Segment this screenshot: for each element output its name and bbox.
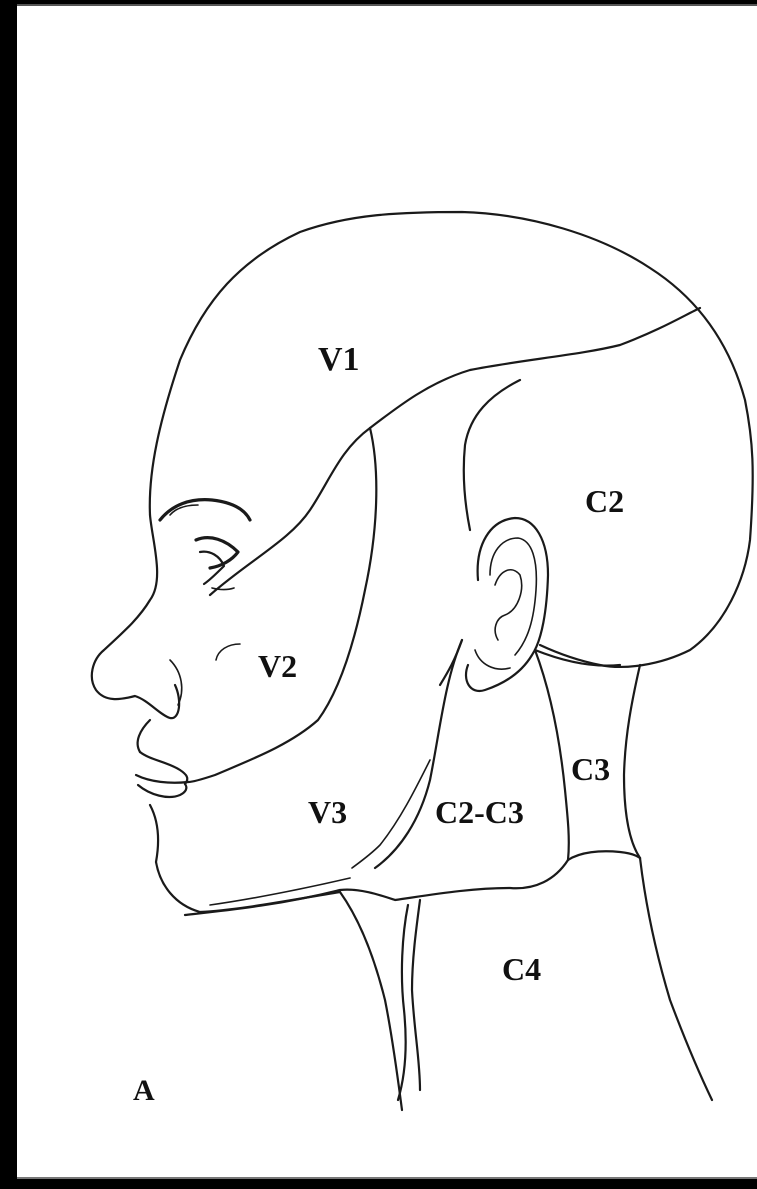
label-c4: C4 — [502, 951, 541, 987]
neck-front — [340, 892, 402, 1110]
label-c3: C3 — [571, 751, 610, 787]
head-outline — [150, 212, 753, 667]
lower-lip — [138, 784, 186, 797]
upper-eyelid — [196, 538, 238, 568]
ear-inner — [495, 570, 522, 640]
c3-lower-boundary — [568, 851, 640, 860]
eyebrow — [160, 500, 250, 520]
face-profile — [92, 515, 179, 718]
v2-boundary — [188, 428, 376, 782]
c3-back-line — [624, 665, 640, 858]
mouth-line — [136, 775, 188, 783]
panel-label: A — [133, 1074, 155, 1107]
cheek-mark — [216, 644, 240, 660]
c2-c3-front — [440, 640, 462, 685]
label-c2-c3: C2-C3 — [435, 794, 524, 830]
ear-lobe — [475, 650, 510, 669]
trachea-right — [412, 900, 420, 1090]
label-v2: V2 — [258, 648, 297, 684]
trachea-left — [398, 905, 408, 1100]
c2-lower-boundary — [535, 650, 620, 666]
c2-boundary — [464, 380, 520, 530]
philtrum — [138, 720, 150, 752]
label-v3: V3 — [308, 794, 347, 830]
label-c2: C2 — [585, 483, 624, 519]
label-v1: V1 — [318, 341, 360, 378]
c2-c3-back — [535, 650, 569, 860]
ear-outer — [466, 518, 548, 691]
nostril-line — [170, 660, 182, 705]
neck-back — [640, 858, 712, 1100]
v1-boundary — [210, 308, 700, 595]
